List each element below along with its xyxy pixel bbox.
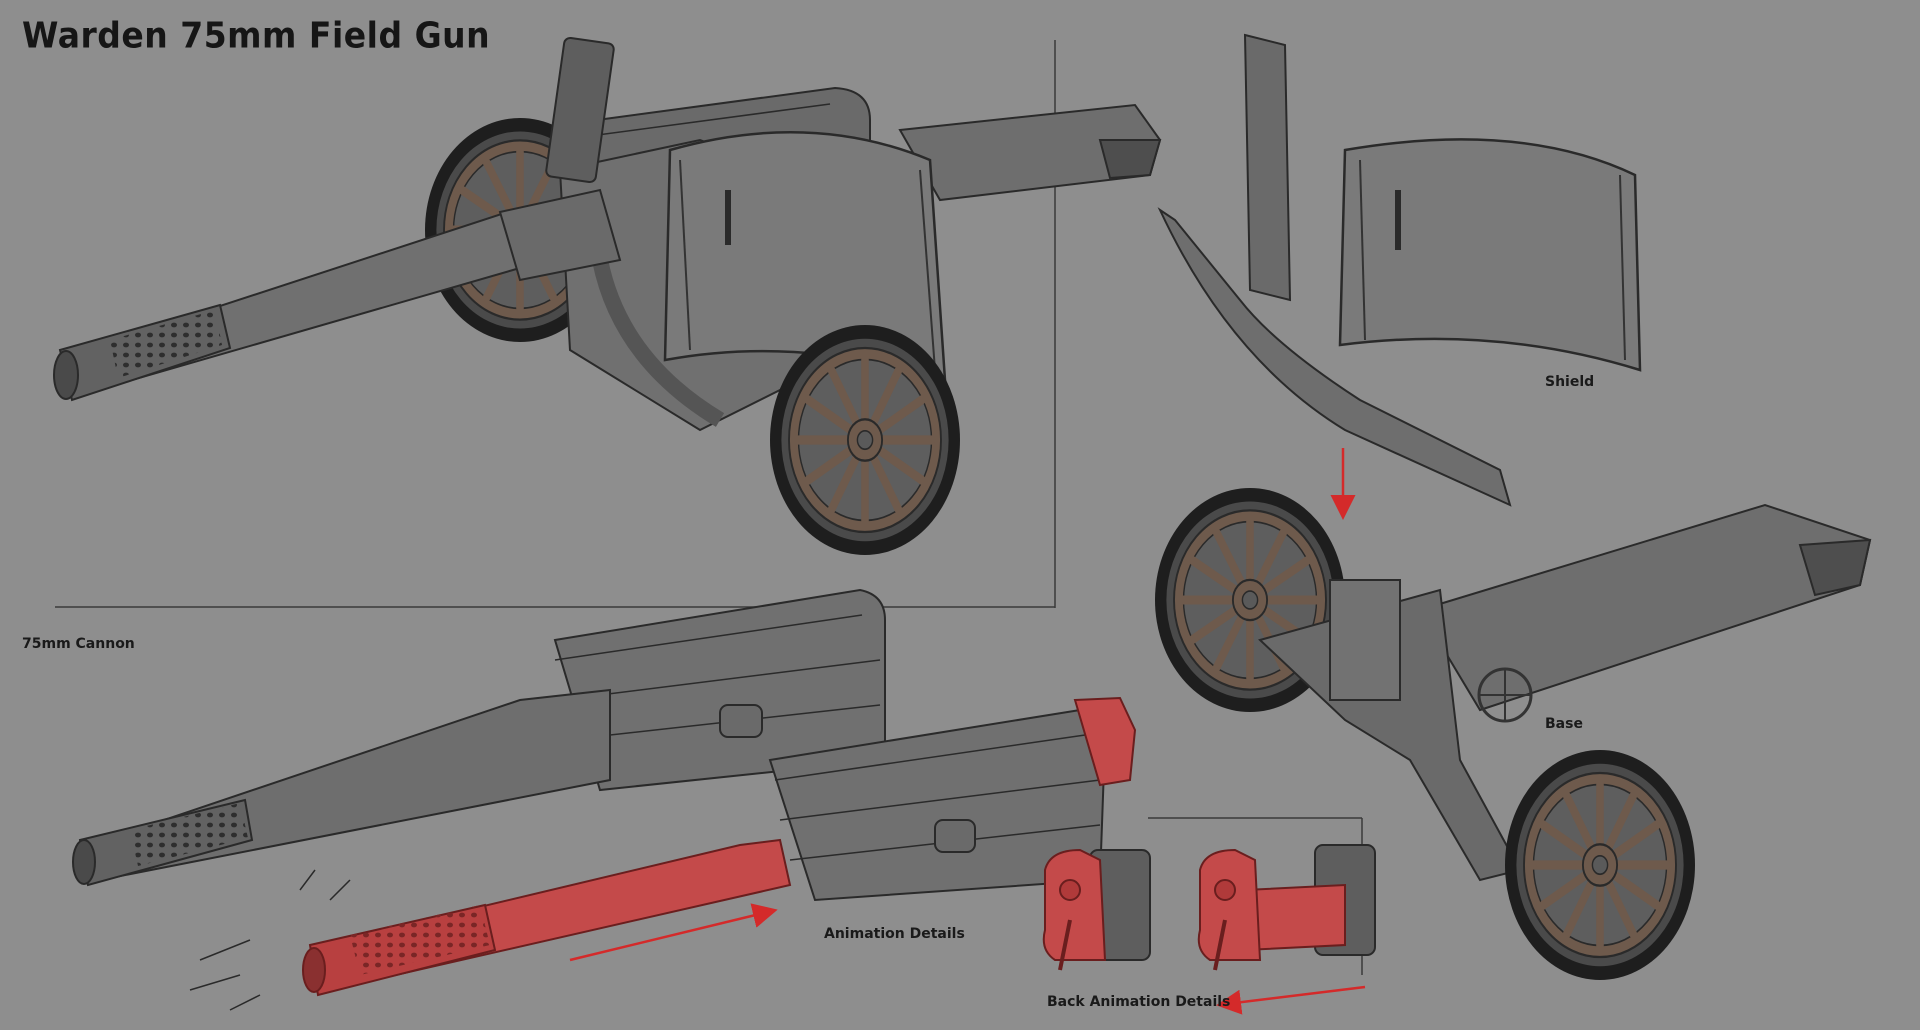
shield-component	[1157, 33, 1642, 507]
cannon-label: 75mm Cannon	[22, 636, 135, 652]
shield-plate	[1338, 138, 1642, 372]
back-animation-details	[1042, 844, 1376, 1015]
base-component	[1155, 488, 1872, 980]
base-label: Base	[1545, 716, 1583, 732]
assembled-field-gun	[53, 36, 1162, 555]
page-title: Warden 75mm Field Gun	[22, 14, 491, 57]
breech-highlight	[1073, 696, 1137, 787]
back-animation-details-label: Back Animation Details	[1047, 994, 1231, 1010]
animation-details-cannon	[189, 696, 1137, 1011]
shield-label: Shield	[1545, 374, 1595, 390]
animation-details-label: Animation Details	[824, 926, 965, 942]
cannon-component	[72, 588, 886, 887]
